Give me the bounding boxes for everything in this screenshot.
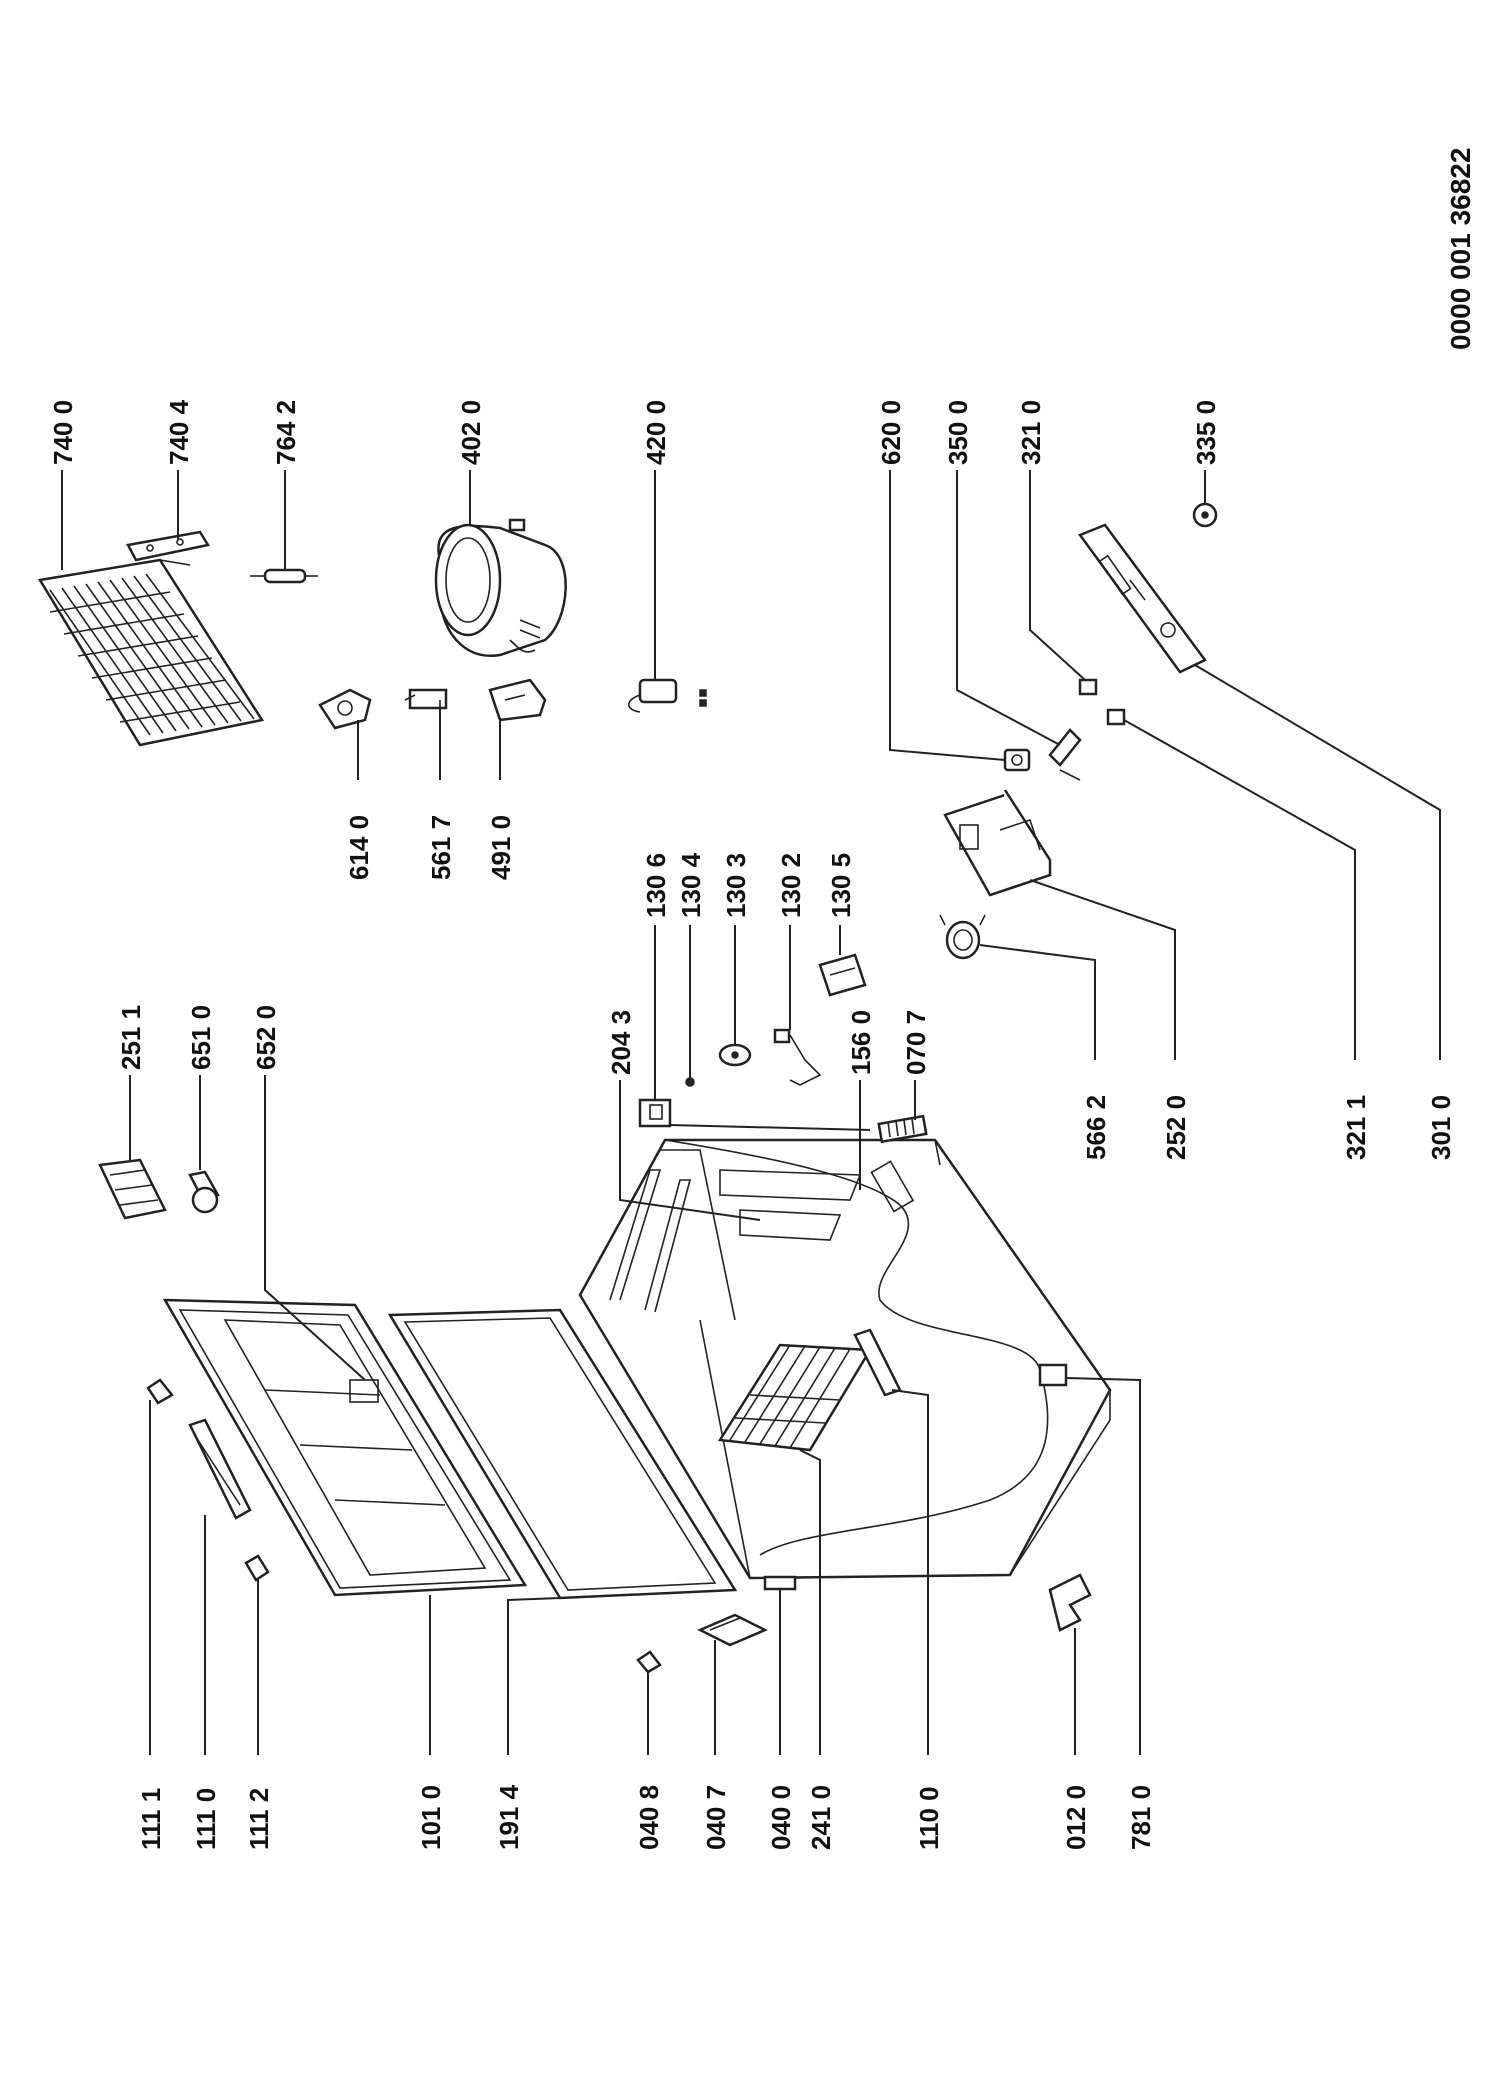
probe-350-0	[1048, 728, 1082, 781]
foot-bracket	[1048, 1573, 1092, 1632]
label-040-7: 040 7	[701, 1785, 731, 1850]
label-111-1: 111 1	[136, 1788, 166, 1850]
label-764-2: 764 2	[271, 400, 301, 465]
drain-cover-040-7	[697, 1613, 768, 1647]
label-130-4: 130 4	[676, 852, 706, 918]
label-781-0: 781 0	[1126, 1785, 1156, 1850]
label-040-8: 040 8	[634, 1785, 664, 1850]
rating-plate	[1038, 1363, 1068, 1387]
indicator-321-1	[1106, 708, 1126, 726]
electrical-box	[943, 789, 1052, 897]
terminal-cover	[488, 678, 547, 722]
label-191-4: 191 4	[494, 1784, 524, 1850]
label-040-0: 040 0	[766, 1785, 796, 1850]
screw-130-4	[685, 1077, 695, 1087]
hinge-block	[98, 1158, 167, 1220]
label-350-0: 350 0	[943, 400, 973, 465]
label-652-0: 652 0	[251, 1005, 281, 1070]
label-130-3: 130 3	[721, 853, 751, 918]
label-491-0: 491 0	[486, 815, 516, 880]
storage-basket	[717, 1343, 873, 1452]
thermostat-component	[318, 688, 372, 730]
defrost-coil	[939, 914, 986, 960]
lamp-bulb	[188, 1170, 220, 1214]
label-620-0: 620 0	[876, 400, 906, 465]
label-130-5: 130 5	[826, 853, 856, 918]
label-402-0: 402 0	[456, 400, 486, 465]
label-251-1: 251 1	[116, 1005, 146, 1070]
label-204-3: 204 3	[606, 1010, 636, 1075]
control-knob	[1192, 502, 1218, 528]
label-156-0: 156 0	[846, 1010, 876, 1075]
evaporator-coil	[37, 558, 265, 747]
switch-component	[1003, 748, 1031, 772]
drawing-code: 0000 001 36822	[1445, 148, 1476, 350]
label-335-0: 335 0	[1191, 400, 1221, 465]
compressor	[434, 518, 567, 657]
part-labels: 740 0 740 4 764 2 402 0 420 0 620 0 350 …	[48, 399, 1456, 1850]
hinge-111-2	[244, 1554, 270, 1582]
handle-strip	[853, 1328, 902, 1397]
label-566-2: 566 2	[1081, 1095, 1111, 1160]
lid-gasket	[387, 1308, 738, 1600]
label-111-2: 111 2	[244, 1788, 274, 1850]
control-panel	[1078, 523, 1207, 674]
hinge-111-0	[188, 1418, 252, 1520]
spring-130-2	[773, 1028, 822, 1086]
leader-lines	[61, 470, 1441, 1755]
label-740-4: 740 4	[164, 399, 194, 465]
drier-filter	[250, 568, 318, 584]
hinge-111-1	[146, 1378, 174, 1405]
hinge-cover-130-5	[818, 953, 867, 997]
label-651-0: 651 0	[186, 1005, 216, 1070]
label-241-0: 241 0	[806, 1785, 836, 1850]
label-070-7: 070 7	[901, 1010, 931, 1075]
connector-block	[404, 688, 448, 745]
label-614-0: 614 0	[344, 815, 374, 880]
label-252-0: 252 0	[1161, 1095, 1191, 1160]
start-relay	[627, 678, 707, 713]
drain-plug-040-0	[763, 1575, 797, 1591]
washer-130-3	[718, 1043, 752, 1067]
hinge-part-130-6	[638, 1098, 672, 1128]
label-321-1: 321 1	[1341, 1095, 1371, 1160]
label-301-0: 301 0	[1426, 1095, 1456, 1160]
clip-040-8	[636, 1650, 662, 1674]
label-321-0: 321 0	[1016, 400, 1046, 465]
label-101-0: 101 0	[416, 1785, 446, 1850]
indicator-321-0	[1078, 678, 1098, 696]
label-111-0: 111 0	[191, 1788, 221, 1850]
ventilation-grille	[877, 1114, 928, 1144]
label-130-6: 130 6	[641, 853, 671, 918]
label-012-0: 012 0	[1061, 1785, 1091, 1850]
label-130-2: 130 2	[776, 853, 806, 918]
coil-bracket	[126, 530, 210, 562]
label-420-0: 420 0	[641, 400, 671, 465]
label-561-7: 561 7	[426, 815, 456, 880]
label-110-0: 110 0	[914, 1786, 944, 1850]
label-740-0: 740 0	[48, 400, 78, 465]
